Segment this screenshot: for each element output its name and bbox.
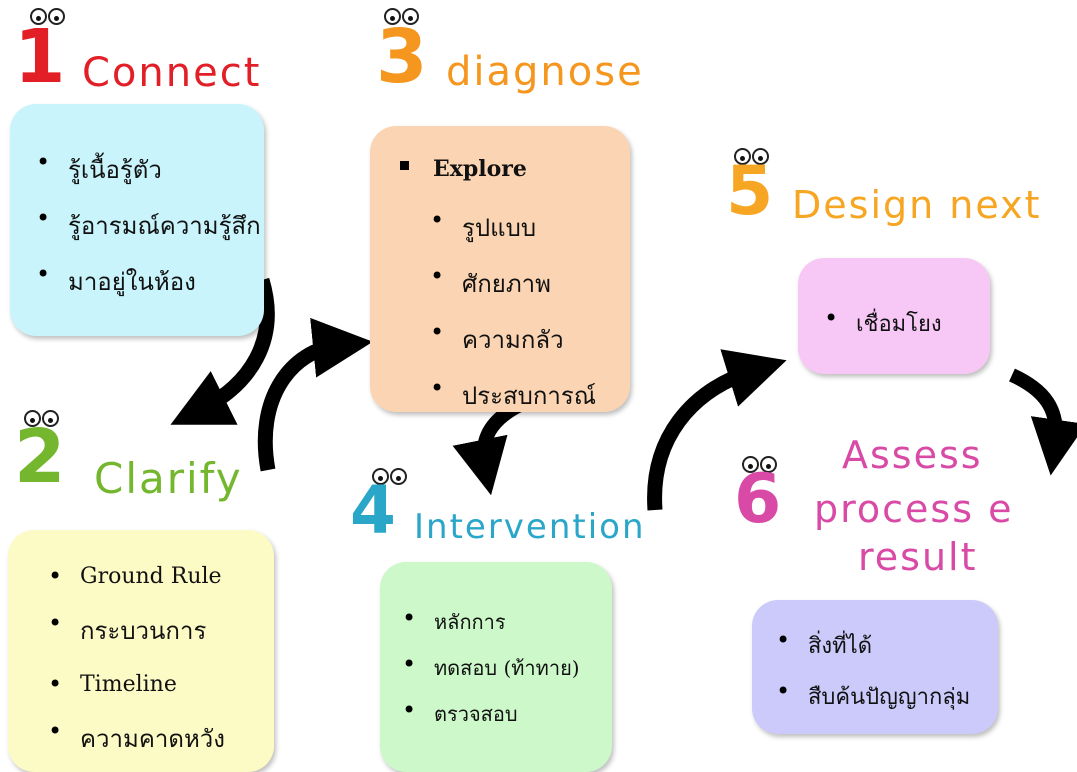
- list-item: หลักการ: [402, 604, 612, 638]
- eyes-icon: [742, 456, 778, 477]
- step-title: Clarify: [94, 454, 243, 503]
- explore-label: Explore: [433, 156, 527, 182]
- list-item: ประสบการณ์: [430, 374, 630, 415]
- list-item: รู้เนื้อรู้ตัว: [36, 148, 264, 189]
- list-item: ทดสอบ (ท้าทาย): [402, 650, 612, 684]
- item-list: Ground Rule กระบวนการ Timeline ความคาดหว…: [48, 562, 274, 758]
- step-card: รู้เนื้อรู้ตัว รู้อารมณ์ความรู้สึก มาอยู…: [10, 104, 264, 336]
- eyes-icon: [734, 148, 770, 169]
- square-bullet-icon: [400, 161, 409, 170]
- step-card: Ground Rule กระบวนการ Timeline ความคาดหว…: [8, 530, 274, 772]
- step-number: 6: [734, 460, 782, 539]
- step-title: Connect: [82, 50, 262, 96]
- step-number: 5: [726, 152, 774, 231]
- item-list: สิ่งที่ได้ สืบค้นปัญญากลุ่ม: [776, 626, 998, 714]
- list-item: ศักยภาพ: [430, 262, 630, 303]
- list-item: ความกลัว: [430, 318, 630, 359]
- list-item: มาอยู่ในห้อง: [36, 260, 264, 301]
- list-item: Timeline: [48, 670, 274, 698]
- list-item: กระบวนการ: [48, 609, 274, 650]
- step-number: 4: [350, 472, 396, 549]
- list-item: รู้อารมณ์ความรู้สึก: [36, 204, 264, 245]
- eyes-icon: [24, 410, 60, 431]
- eyes-icon: [30, 8, 66, 29]
- arrow-design-to-assess: [1008, 368, 1077, 476]
- item-list: เชื่อมโยง: [824, 304, 990, 341]
- eyes-icon: [372, 468, 408, 489]
- step-title: diagnose: [446, 49, 644, 95]
- step-title: Intervention: [414, 507, 646, 547]
- list-item: ความคาดหวัง: [48, 717, 274, 758]
- item-list: หลักการ ทดสอบ (ท้าทาย) ตรวจสอบ: [402, 604, 612, 730]
- step-title-line: process e: [814, 487, 1014, 531]
- step-title-line: result: [858, 535, 978, 579]
- list-item: สืบค้นปัญญากลุ่ม: [776, 677, 998, 714]
- step-number: 1: [14, 14, 66, 100]
- step-title-line: Assess: [842, 433, 983, 477]
- step-card: สิ่งที่ได้ สืบค้นปัญญากลุ่ม: [752, 600, 998, 734]
- list-item: ตรวจสอบ: [402, 696, 612, 730]
- explore-header: Explore: [400, 156, 527, 182]
- step-title: Design next: [792, 183, 1042, 227]
- list-item: เชื่อมโยง: [824, 304, 990, 341]
- list-item: Ground Rule: [48, 562, 274, 590]
- list-item: สิ่งที่ได้: [776, 626, 998, 663]
- item-list: รู้เนื้อรู้ตัว รู้อารมณ์ความรู้สึก มาอยู…: [36, 148, 264, 301]
- arrow-connect-to-clarify: [170, 277, 275, 425]
- step-number: 2: [14, 414, 66, 500]
- step-card: เชื่อมโยง: [798, 258, 990, 374]
- step-number: 3: [376, 14, 428, 100]
- arrow-clarify-to-diagnose: [257, 317, 373, 472]
- list-item: รูปแบบ: [430, 206, 630, 247]
- step-card: หลักการ ทดสอบ (ท้าทาย) ตรวจสอบ: [380, 562, 612, 772]
- item-list: รูปแบบ ศักยภาพ ความกลัว ประสบการณ์: [430, 206, 630, 415]
- arrow-intervention-to-design: [647, 349, 787, 511]
- eyes-icon: [384, 8, 420, 29]
- step-card: Explore รูปแบบ ศักยภาพ ความกลัว ประสบการ…: [370, 126, 630, 412]
